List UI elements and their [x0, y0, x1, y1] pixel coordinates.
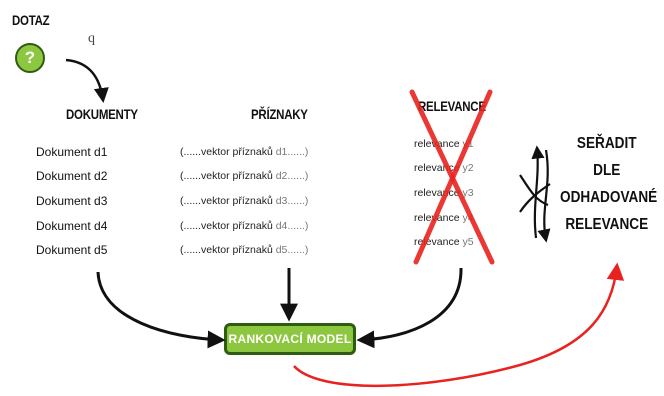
documents-heading: DOKUMENTY — [66, 106, 138, 122]
model-to-sort-arrow — [293, 262, 625, 387]
documents-to-model-arrow — [96, 271, 226, 349]
relevance-heading: RELEVANCE — [418, 98, 486, 114]
document-d5: Dokument d5 — [36, 243, 108, 257]
document-d4: Dokument d4 — [36, 219, 108, 233]
query-variable: q — [88, 31, 95, 46]
document-d2: Dokument d2 — [36, 169, 108, 183]
feature-vector-d5: (......vektor příznaků d5......) — [180, 244, 309, 256]
reorder-icon — [519, 145, 551, 243]
cross-icon — [409, 89, 495, 265]
features-heading: PŘÍZNAKY — [251, 106, 308, 122]
ranking-model-box: RANKOVACÍ MODEL — [224, 323, 356, 355]
query-arrow — [65, 58, 109, 103]
sort-label: SEŘADIT DLE ODHADOVANÉ RELEVANCE — [560, 135, 658, 233]
feature-vector-d1: (......vektor příznaků d1......) — [180, 146, 309, 158]
feature-vector-d3: (......vektor příznaků d3......) — [180, 195, 309, 207]
document-d1: Dokument d1 — [36, 145, 108, 159]
document-d3: Dokument d3 — [36, 194, 108, 208]
query-title: DOTAZ — [12, 12, 50, 28]
question-icon: ? — [15, 43, 45, 73]
feature-vector-d2: (......vektor příznaků d2......) — [180, 170, 309, 182]
relevance-to-model-arrow — [356, 267, 463, 349]
feature-vector-d4: (......vektor příznaků d4......) — [180, 220, 309, 232]
